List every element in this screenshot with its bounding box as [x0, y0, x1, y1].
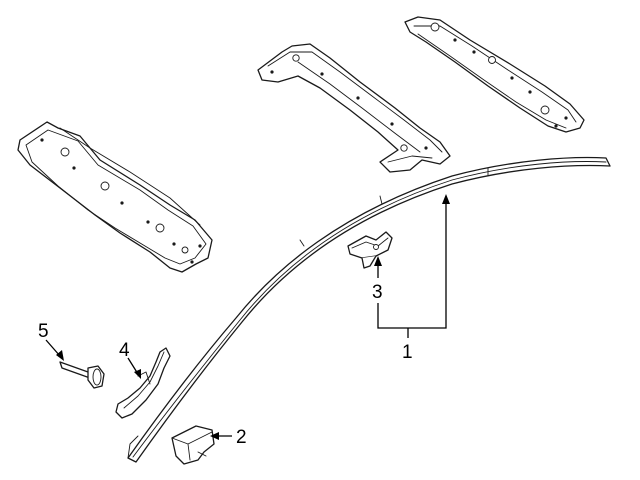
callout-5: 5 [38, 321, 49, 342]
push-pin-rivet [59, 361, 105, 389]
retainer-strip [115, 347, 171, 419]
arrowhead-2 [210, 432, 219, 440]
bracket-clip [347, 231, 393, 269]
leader-1 [377, 200, 447, 329]
arrowhead-5 [56, 350, 64, 361]
rear-roof-header [404, 16, 585, 133]
roof-rail-molding [127, 156, 611, 463]
leader-lines [45, 194, 450, 440]
block-clip [171, 425, 215, 465]
arrowhead-1 [442, 194, 450, 204]
callout-2: 2 [236, 427, 247, 448]
callout-1: 1 [402, 342, 413, 363]
callout-4: 4 [119, 340, 130, 361]
front-roof-panel [17, 121, 213, 273]
center-roof-bow [257, 43, 451, 173]
leader-5 [45, 339, 61, 357]
callout-3: 3 [372, 282, 383, 303]
arrowhead-3 [374, 256, 382, 266]
arrowhead-4 [134, 369, 141, 379]
